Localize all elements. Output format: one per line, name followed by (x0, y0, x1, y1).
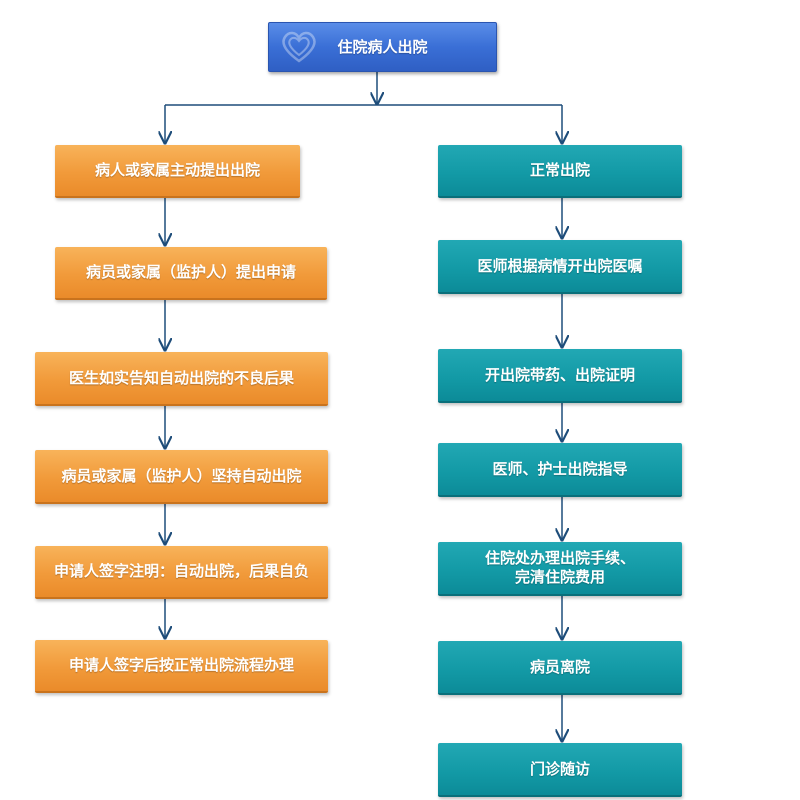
right-step-3-label: 开出院带药、出院证明 (484, 365, 635, 384)
left-step-1: 病人或家属主动提出出院 (55, 145, 300, 198)
right-step-5-label-line-1: 住院处办理出院手续、 (484, 549, 635, 567)
right-step-1: 正常出院 (438, 145, 682, 198)
left-step-4-label: 病员或家属（监护人）坚持自动出院 (61, 466, 302, 485)
right-step-2: 医师根据病情开出院医嘱 (438, 240, 682, 294)
right-step-7-label: 门诊随访 (529, 759, 590, 778)
left-step-5-label: 申请人签字注明：自动出院，后果自负 (53, 562, 309, 580)
right-step-6-label: 病员离院 (529, 657, 590, 676)
left-step-4: 病员或家属（监护人）坚持自动出院 (35, 450, 328, 504)
right-step-4-label: 医师、护士出院指导 (492, 459, 628, 478)
right-step-5: 住院处办理出院手续、 完清住院费用 (438, 542, 682, 596)
left-step-3: 医生如实告知自动出院的不良后果 (35, 352, 328, 406)
right-step-5-label-line-2: 完清住院费用 (514, 568, 605, 586)
left-step-1-label: 病人或家属主动提出出院 (94, 161, 260, 179)
left-step-5: 申请人签字注明：自动出院，后果自负 (35, 546, 328, 599)
left-step-6-label: 申请人签字后按正常出院流程办理 (68, 656, 294, 674)
left-step-2: 病员或家属（监护人）提出申请 (55, 247, 327, 300)
left-step-6: 申请人签字后按正常出院流程办理 (35, 640, 328, 693)
right-step-7: 门诊随访 (438, 743, 682, 797)
title-box: 住院病人出院 (268, 22, 497, 72)
right-step-6: 病员离院 (438, 641, 682, 695)
right-step-1-label: 正常出院 (529, 161, 590, 179)
heart-decoration-icon (282, 31, 316, 63)
right-step-2-label: 医师根据病情开出院医嘱 (477, 256, 643, 275)
right-step-4: 医师、护士出院指导 (438, 443, 682, 497)
right-step-3: 开出院带药、出院证明 (438, 349, 682, 403)
title-label: 住院病人出院 (337, 37, 428, 56)
left-step-2-label: 病员或家属（监护人）提出申请 (85, 263, 296, 281)
left-step-3-label: 医生如实告知自动出院的不良后果 (68, 368, 294, 387)
